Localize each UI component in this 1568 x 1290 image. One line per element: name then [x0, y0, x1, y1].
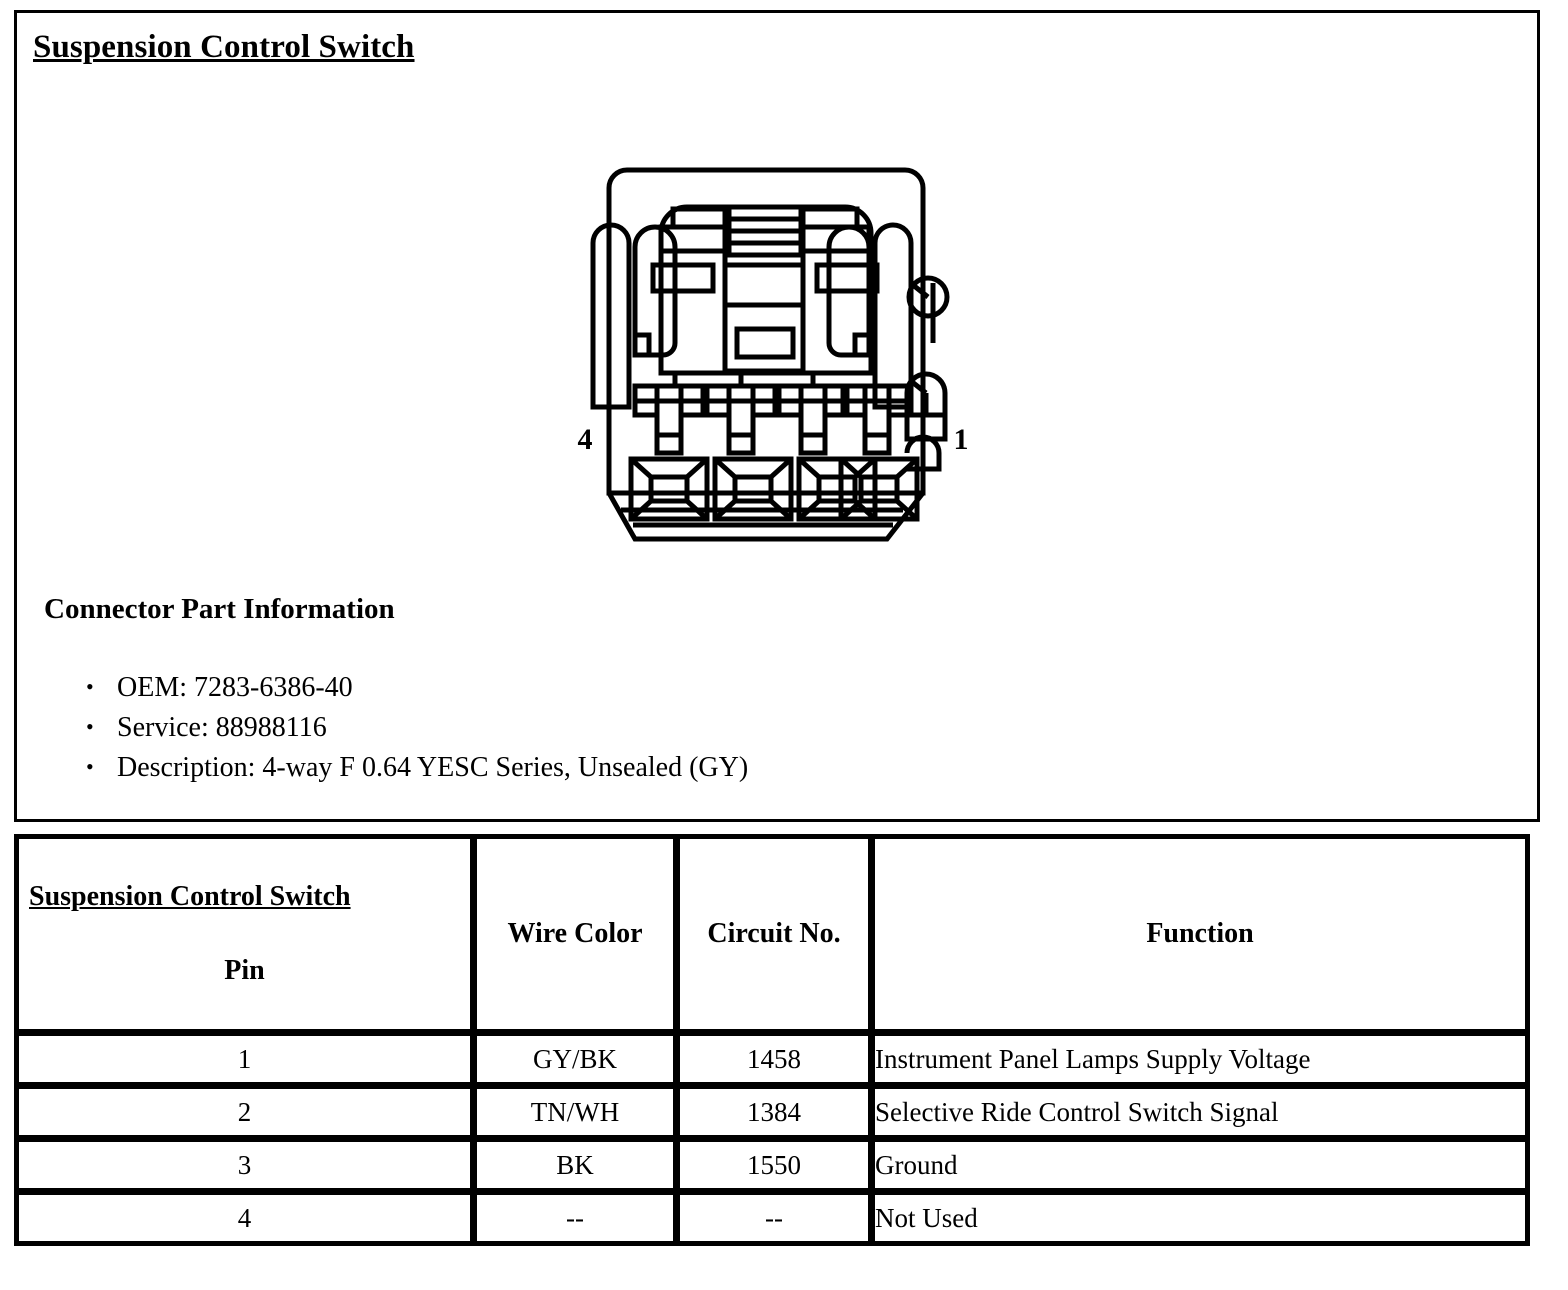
- right-rail-notch: [852, 332, 867, 355]
- cell-function: Not Used: [873, 1193, 1527, 1243]
- pinout-table: Suspension Control Switch Pin Wire Color…: [14, 834, 1530, 1246]
- cell-circuit-no: 1458: [678, 1034, 870, 1084]
- upper-latch-tick: [911, 283, 930, 299]
- cell-pin: 4: [17, 1193, 472, 1243]
- cell-circuit-no: 1384: [678, 1087, 870, 1137]
- cell-function: Selective Ride Control Switch Signal: [873, 1087, 1527, 1137]
- connector-info-panel: Suspension Control Switch: [14, 10, 1540, 822]
- bullet-icon: •: [86, 714, 94, 739]
- table-row: 4 -- -- Not Used: [17, 1193, 1527, 1243]
- cell-pin: 1: [17, 1034, 472, 1084]
- table-header-row: Suspension Control Switch Pin Wire Color…: [17, 837, 1527, 1031]
- terminal-lock-1: [632, 383, 706, 456]
- center-small-window: [734, 326, 796, 360]
- upper-right-bar-top: [798, 206, 860, 230]
- cell-wire-color: GY/BK: [475, 1034, 675, 1084]
- cell-pin: 3: [17, 1140, 472, 1190]
- right-inner-rail: [826, 224, 872, 358]
- right-outer-rail: [872, 222, 914, 410]
- table-row: 2 TN/WH 1384 Selective Ride Control Swit…: [17, 1087, 1527, 1137]
- terminal-cavity-3: [712, 456, 794, 522]
- left-inner-rail: [632, 224, 678, 358]
- terminal-cavity-2: [796, 456, 878, 522]
- center-column: [722, 204, 806, 374]
- header-pin-subtitle: Pin: [224, 955, 265, 986]
- header-pin-title: Suspension Control Switch: [29, 881, 351, 912]
- left-outer-rail: [590, 222, 632, 410]
- pin-label-right: 1: [954, 423, 969, 456]
- upper-latch-lobe: [906, 275, 950, 319]
- terminal-cavity-4: [628, 456, 710, 522]
- cell-pin: 2: [17, 1087, 472, 1137]
- part-information-list: • OEM: 7283-6386-40 • Service: 88988116 …: [77, 668, 748, 788]
- table-row: 1 GY/BK 1458 Instrument Panel Lamps Supp…: [17, 1034, 1527, 1084]
- cell-circuit-no: 1550: [678, 1140, 870, 1190]
- upper-right-bar-mid: [798, 224, 872, 254]
- terminal-cavity-group: [628, 456, 920, 522]
- part-info-item-oem: • OEM: 7283-6386-40: [86, 668, 748, 708]
- terminal-cavity-1: [838, 456, 920, 522]
- part-info-oem-text: OEM: 7283-6386-40: [117, 672, 353, 703]
- bottom-latch-lobe: [904, 434, 942, 472]
- upper-left-bar-mid: [658, 224, 732, 254]
- part-information-heading: Connector Part Information: [44, 593, 395, 625]
- part-info-item-service: • Service: 88988116: [86, 708, 748, 748]
- connector-skirt-outline: [606, 491, 925, 542]
- terminal-lock-group: [632, 383, 914, 456]
- header-function: Function: [873, 837, 1527, 1031]
- part-info-service-text: Service: 88988116: [117, 712, 327, 743]
- cell-circuit-no: --: [678, 1193, 870, 1243]
- terminal-lock-3: [776, 383, 850, 456]
- lower-latch-tick: [909, 379, 928, 395]
- part-info-item-description: • Description: 4-way F 0.64 YESC Series,…: [86, 748, 749, 788]
- cell-wire-color: BK: [475, 1140, 675, 1190]
- pin-label-left: 4: [578, 423, 593, 456]
- page-title: Suspension Control Switch: [33, 29, 415, 65]
- table-row: 3 BK 1550 Ground: [17, 1140, 1527, 1190]
- header-wire-color: Wire Color: [475, 837, 675, 1031]
- cell-wire-color: --: [475, 1193, 675, 1243]
- upper-left-bar-low: [650, 262, 716, 294]
- upper-right-bar-low: [814, 262, 880, 294]
- bullet-icon: •: [86, 754, 94, 779]
- left-rail-notch: [637, 332, 652, 355]
- upper-left-bar-top: [670, 206, 732, 230]
- connector-diagram: 4 1: [557, 143, 997, 563]
- bullet-icon: •: [86, 674, 94, 699]
- header-circuit-no: Circuit No.: [678, 837, 870, 1031]
- header-pin: Suspension Control Switch Pin: [17, 837, 472, 1031]
- cell-function: Ground: [873, 1140, 1527, 1190]
- cell-function: Instrument Panel Lamps Supply Voltage: [873, 1034, 1527, 1084]
- terminal-lock-2: [704, 383, 778, 456]
- cell-wire-color: TN/WH: [475, 1087, 675, 1137]
- terminal-lock-4: [840, 383, 914, 456]
- connector-outer-body: [606, 167, 926, 496]
- part-info-description-text: Description: 4-way F 0.64 YESC Series, U…: [117, 752, 749, 783]
